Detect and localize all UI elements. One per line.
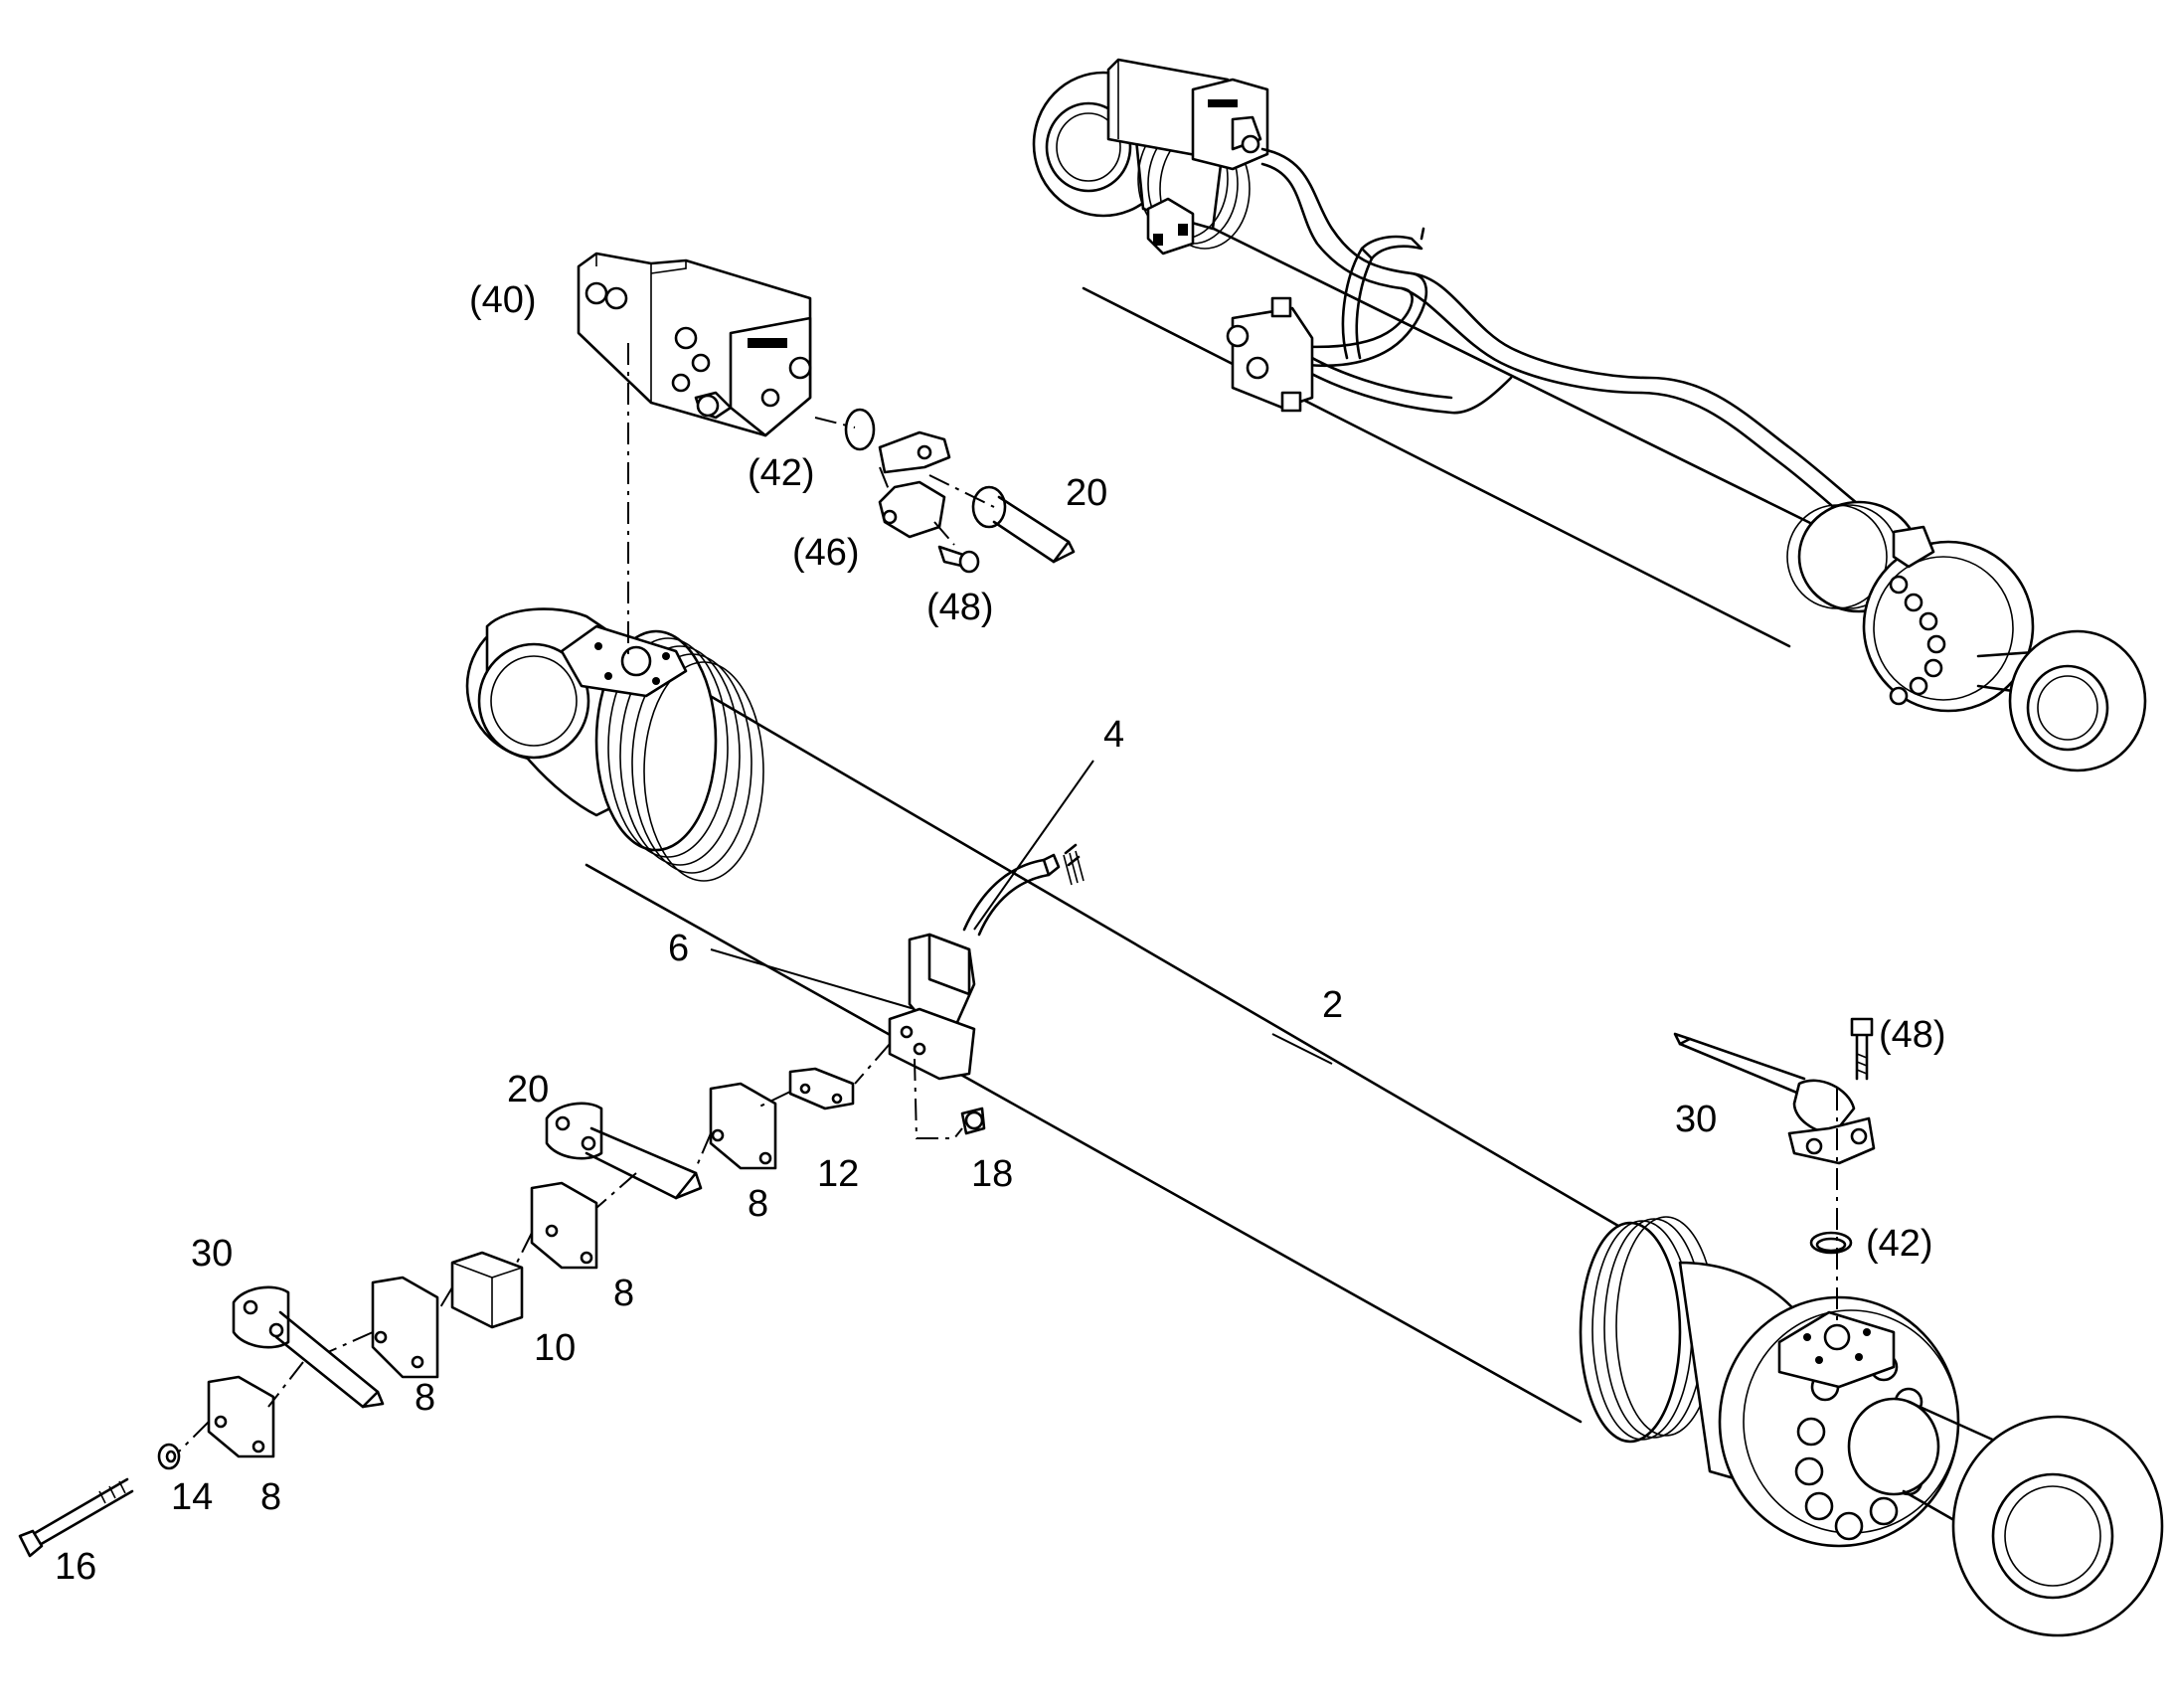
main-cylinder <box>465 607 2164 1637</box>
callout-48-right: (48) <box>1879 1014 1946 1056</box>
spacer-12 <box>788 1067 855 1110</box>
callout-48-top: (48) <box>926 587 994 628</box>
callout-8-d: 8 <box>260 1476 282 1518</box>
callout-8-a: 8 <box>748 1183 769 1225</box>
clamp-half-8-b <box>530 1181 598 1270</box>
leader-lines <box>710 760 1333 1065</box>
clamp-half-8-c <box>371 1276 439 1379</box>
callout-42-top: (42) <box>748 452 815 494</box>
exploded-hose-20-left <box>545 1102 703 1200</box>
valve-block-40 <box>577 252 812 437</box>
clamp-half-8-a <box>709 1082 777 1170</box>
clamp-band-and-bracket <box>888 843 1085 1081</box>
callout-6: 6 <box>668 928 690 969</box>
clamp-half-8-d <box>207 1375 275 1458</box>
callout-30-left: 30 <box>191 1233 234 1275</box>
callout-20-left: 20 <box>507 1069 550 1110</box>
assembled-cylinder-view <box>1032 58 2147 772</box>
callout-18: 18 <box>971 1153 1014 1195</box>
nut-18 <box>960 1107 986 1135</box>
split-flange-46 <box>878 430 951 539</box>
callout-8-c: 8 <box>415 1377 436 1419</box>
screw-48-right <box>1850 1017 1874 1081</box>
washer-14 <box>157 1443 181 1470</box>
callout-40: (40) <box>469 279 537 321</box>
callout-46: (46) <box>792 532 860 574</box>
callout-30-right: 30 <box>1675 1099 1718 1140</box>
callout-8-b: 8 <box>613 1273 635 1314</box>
hose-30-right <box>1673 1032 1876 1165</box>
o-ring-42-right <box>1809 1231 1853 1255</box>
callout-14: 14 <box>171 1476 214 1518</box>
callout-12: 12 <box>817 1153 860 1195</box>
callout-2: 2 <box>1322 984 1344 1026</box>
hose-20-top <box>971 485 1076 564</box>
o-ring-42-top <box>844 408 876 451</box>
callout-20-top: 20 <box>1066 472 1108 514</box>
callout-16: 16 <box>55 1546 97 1588</box>
callout-42-right: (42) <box>1866 1223 1933 1265</box>
assembly-center-lines <box>178 343 1838 1452</box>
bolt-16 <box>18 1477 134 1558</box>
spacer-block-10 <box>450 1251 524 1329</box>
screw-48-top <box>937 545 980 574</box>
callout-4: 4 <box>1103 714 1125 756</box>
callout-10: 10 <box>534 1327 577 1369</box>
